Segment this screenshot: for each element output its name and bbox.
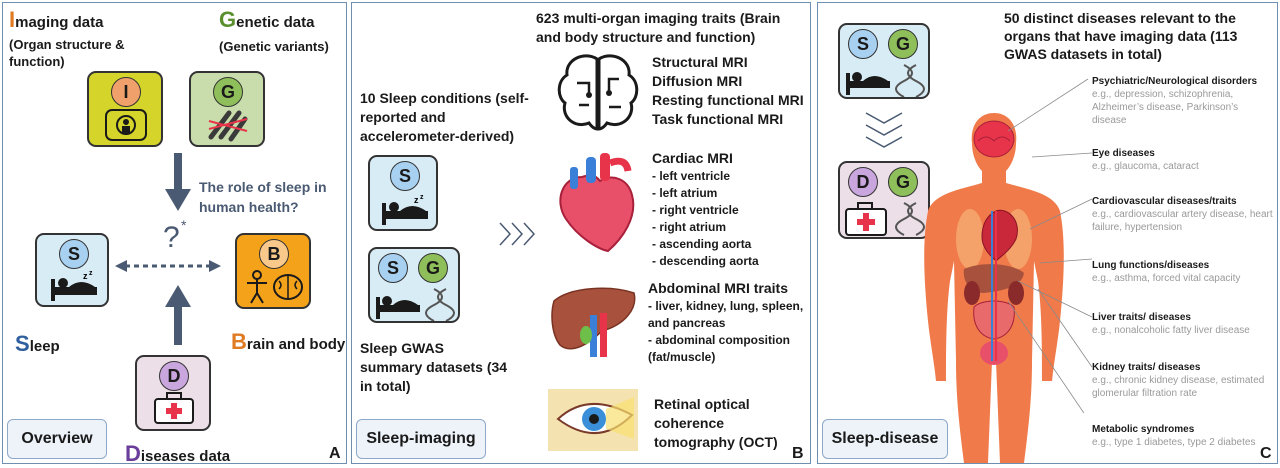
abdominal-mri-block: Abdominal MRI traits - liver, kidney, lu… [648,279,808,366]
genetic-letter-circle-c: G [888,29,918,59]
sleep-letter-circle-b: S [390,161,420,191]
svg-text:z: z [83,271,88,281]
abdominal-item: and pancreas [648,316,726,330]
overview-tag: Overview [7,419,107,459]
genetic-letter-circle-b: G [418,253,448,283]
brain-mri-item: Resting functional MRI [652,92,804,108]
sleeping-person-icon: z z [51,270,97,301]
leader-lines [1008,78,1093,413]
question-mark: ? [163,221,180,254]
brain-letter-circle: B [259,239,289,269]
diseases-tile: D [135,355,211,431]
cardiac-item: - left atrium [652,186,718,200]
kit-dna-icon [845,202,925,236]
genetic-data-title: Genetic data [219,7,315,32]
sleep-dna-icon-c [846,64,925,97]
role-of-sleep-question: The role of sleep in human health? [199,179,327,215]
panel-overview: Imaging data (Organ structure & function… [2,2,347,466]
sleep-letter-circle-c: S [848,29,878,59]
gwas-summary-text: Sleep GWAS summary datasets (34 in total… [360,340,508,394]
chevrons-right-icon [499,222,536,246]
genetic-letter-circle: G [213,77,243,107]
chevrons-down-icon [865,112,903,148]
cardiac-item: - descending aorta [652,254,759,268]
diseases-data-label: Diseases data [125,441,231,466]
disease-category: Cardiovascular diseases/traits e.g., car… [1092,196,1273,233]
imaging-data-desc: (Organ structure & function) [9,37,125,69]
eye-icon [548,389,638,451]
cardiac-item: - right atrium [652,220,726,234]
sleep-disease-tag: Sleep-disease [822,419,948,459]
svg-text:z: z [89,270,93,277]
disease-category: Eye diseases e.g., glaucoma, cataract [1092,148,1199,172]
sleep-tile: S z z [35,233,109,307]
diseases-genetic-tile-c: D G [838,161,930,239]
arrow-down-icon [165,153,191,211]
sleep-genetic-tile-c: S G [838,23,930,99]
disease-category: Psychiatric/Neurological disorders e.g.,… [1092,76,1258,126]
sleep-label: Sleep [15,331,60,356]
genetic-letter-circle-c2: G [888,167,918,197]
sleep-letter-circle-b2: S [378,253,408,283]
panel-sleep-imaging: 10 Sleep conditions (self-reported and a… [351,2,811,464]
dashed-double-arrow-icon [115,260,221,272]
chromosome-icon [208,110,248,142]
sleep-tile-b: S z z [368,155,438,231]
sleep-genetic-tile-b: S G [368,247,460,323]
abdominal-item: - abdominal composition [648,333,791,347]
sleeping-person-icon-b: z z [382,194,428,225]
abdominal-item: (fat/muscle) [648,350,716,364]
brain-mri-item: Diffusion MRI [652,73,743,89]
diseases-title: 50 distinct diseases relevant to the org… [1004,10,1238,62]
svg-text:z: z [420,194,424,201]
brain-icon [557,54,639,131]
imaging-traits-title: 623 multi-organ imaging traits (Brain an… [536,10,781,45]
asterisk-marker: * [181,217,187,233]
abdominal-mri-title: Abdominal MRI traits [648,280,789,296]
panel-letter-b: B [792,445,804,462]
diseases-letter-circle-c: D [848,167,878,197]
genetic-data-desc: (Genetic variants) [219,39,329,54]
cardiac-item: - right ventricle [652,203,739,217]
heart-icon [559,153,635,253]
diseases-letter-circle: D [159,361,189,391]
brain-body-tile: B [235,233,311,309]
disease-category: Kidney traits/ diseases e.g., chronic ki… [1092,362,1265,399]
panel-sleep-disease: S G D G 50 distinct diseases relevant to [817,2,1278,464]
imaging-tile: I [87,71,163,147]
sleep-conditions-text: 10 Sleep conditions (self-reported and a… [360,90,529,144]
cardiac-mri-title: Cardiac MRI [652,150,733,166]
genetic-tile: G [189,71,265,147]
disease-category: Metabolic syndromes e.g., type 1 diabete… [1092,424,1256,448]
panel-letter-c: C [1260,445,1272,462]
panel-letter-a: A [329,445,341,462]
brain-body-label: Brain and body [231,329,346,354]
arrow-up-icon [165,285,191,345]
brain-mri-item: Task functional MRI [652,111,784,127]
sleep-dna-icon [376,288,455,321]
liver-icon [551,287,636,357]
imaging-data-title: Imaging data [9,7,104,32]
disease-category: Liver traits/ diseases e.g., nonalcoholi… [1092,312,1250,336]
svg-text:z: z [414,195,419,205]
sleep-letter-circle: S [59,239,89,269]
human-body-organs-icon [924,113,1064,463]
cardiac-item: - ascending aorta [652,237,752,251]
first-aid-kit-icon [154,392,194,424]
disease-category: Lung functions/diseases e.g., asthma, fo… [1092,260,1241,284]
cardiac-mri-block: Cardiac MRI - left ventricle - left atri… [652,149,802,270]
brain-mri-item: Structural MRI [652,54,748,70]
imaging-letter-circle: I [111,77,141,107]
brain-mri-list: Structural MRI Diffusion MRI Resting fun… [652,53,812,129]
cardiac-item: - left ventricle [652,169,731,183]
body-brain-icon [247,270,303,304]
sleep-imaging-tag: Sleep-imaging [356,419,486,459]
abdominal-item: - liver, kidney, lung, spleen, [648,299,804,313]
mri-scanner-icon [105,109,147,141]
retinal-oct-text: Retinal optical coherence tomography (OC… [654,396,778,450]
